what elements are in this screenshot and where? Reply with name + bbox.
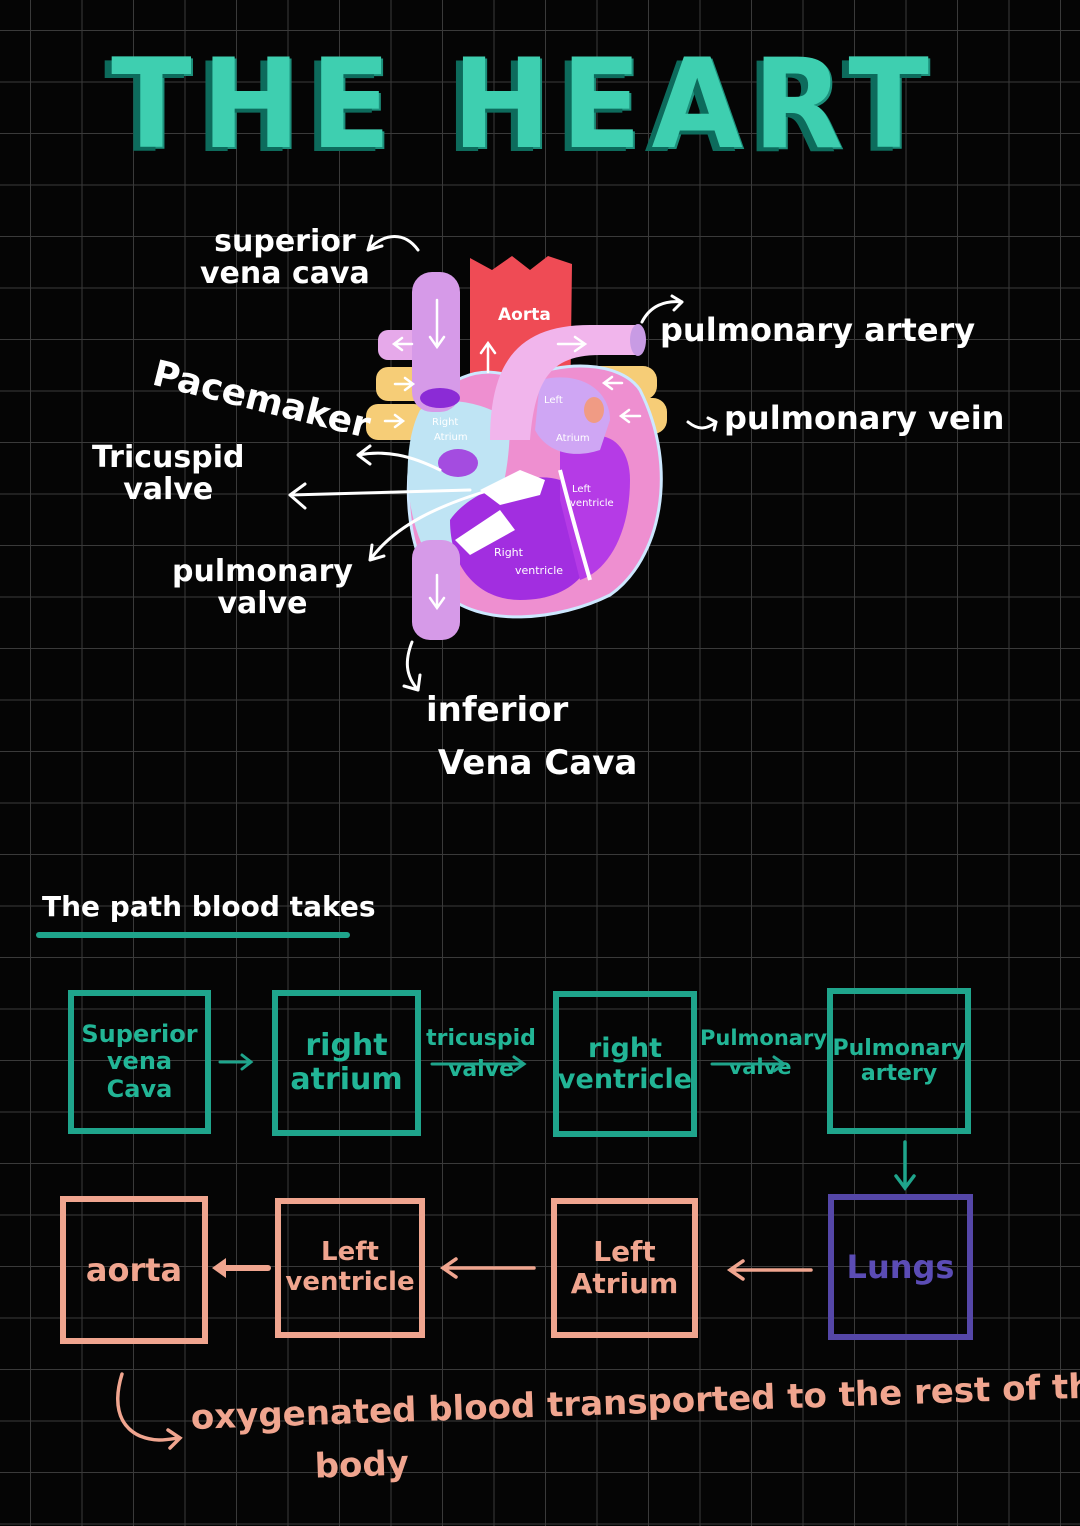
- arrow-pulmonary-valve: [368, 488, 492, 562]
- flow-arrow-lv-to-aorta: [212, 1258, 271, 1278]
- flow-arrow-pv-left-1: [393, 376, 416, 392]
- label-inferior-vena-cava: inferior Vena Cava: [426, 690, 638, 783]
- arrow-tricuspid: [288, 482, 472, 510]
- flow-arrow-lungs-to-la: [726, 1259, 813, 1281]
- label-pulmonary-vein: pulmonary vein: [724, 399, 1005, 437]
- flow-box-lungs: Lungs: [828, 1194, 973, 1340]
- left-ventricle-shape: [560, 435, 630, 580]
- arrow-pulmonary-vein: [686, 416, 718, 432]
- flow-box-label: aorta: [85, 1250, 183, 1289]
- flow-arrow-pa-left: [391, 336, 414, 352]
- pulmonary-valve-shape: [480, 470, 545, 505]
- flow-box-aorta: aorta: [60, 1196, 208, 1344]
- pulmonary-artery-end: [630, 324, 646, 356]
- septum: [558, 469, 592, 581]
- av-node: [584, 397, 604, 423]
- vena-cava-opening: [420, 388, 460, 408]
- label-pulmonary-artery: pulmonary artery: [660, 311, 976, 349]
- flow-arrow-pa-to-lungs: [894, 1140, 916, 1191]
- flow-arrow-ivc: [428, 573, 446, 611]
- flow-arrow-pv-right-1: [601, 375, 624, 391]
- arrow-pacemaker: [356, 444, 442, 472]
- flow-arrow-la-to-lv: [439, 1257, 536, 1279]
- arrow-superior-vena-cava: [366, 234, 420, 252]
- flow-heading-underline: [36, 932, 350, 938]
- flow-arrow-pa: [556, 335, 588, 353]
- label-pointer-arrows: [288, 234, 718, 692]
- flow-arrow-aorta: [479, 340, 497, 374]
- flow-arrow-pv-right-2: [618, 408, 642, 424]
- flow-arrow-svc: [428, 298, 446, 350]
- left-atrium-shape: [535, 377, 610, 454]
- flow-heading: The path blood takes: [42, 890, 376, 923]
- flow-arrow-pv-left-2: [383, 413, 406, 429]
- flow-box-label: Lungs: [846, 1247, 955, 1286]
- flow-arrow-svc-to-ra: [218, 1053, 254, 1071]
- pacemaker-node: [438, 449, 478, 477]
- footer-text: oxygenated blood transported to the rest…: [190, 1365, 1080, 1487]
- page-title: THE HEART: [111, 31, 939, 177]
- heart-label-aorta: Aorta: [498, 305, 551, 325]
- flow-arrow-rv-to-pa: [710, 1055, 787, 1073]
- flow-arrow-ra-to-rv: [430, 1055, 527, 1073]
- pulmonary-artery-shape: [490, 325, 640, 440]
- footer-curved-arrow: [116, 1372, 183, 1450]
- arrow-pulmonary-artery: [640, 294, 684, 324]
- arrow-inferior-vena-cava: [402, 640, 422, 692]
- tricuspid-valve-shape: [455, 510, 515, 555]
